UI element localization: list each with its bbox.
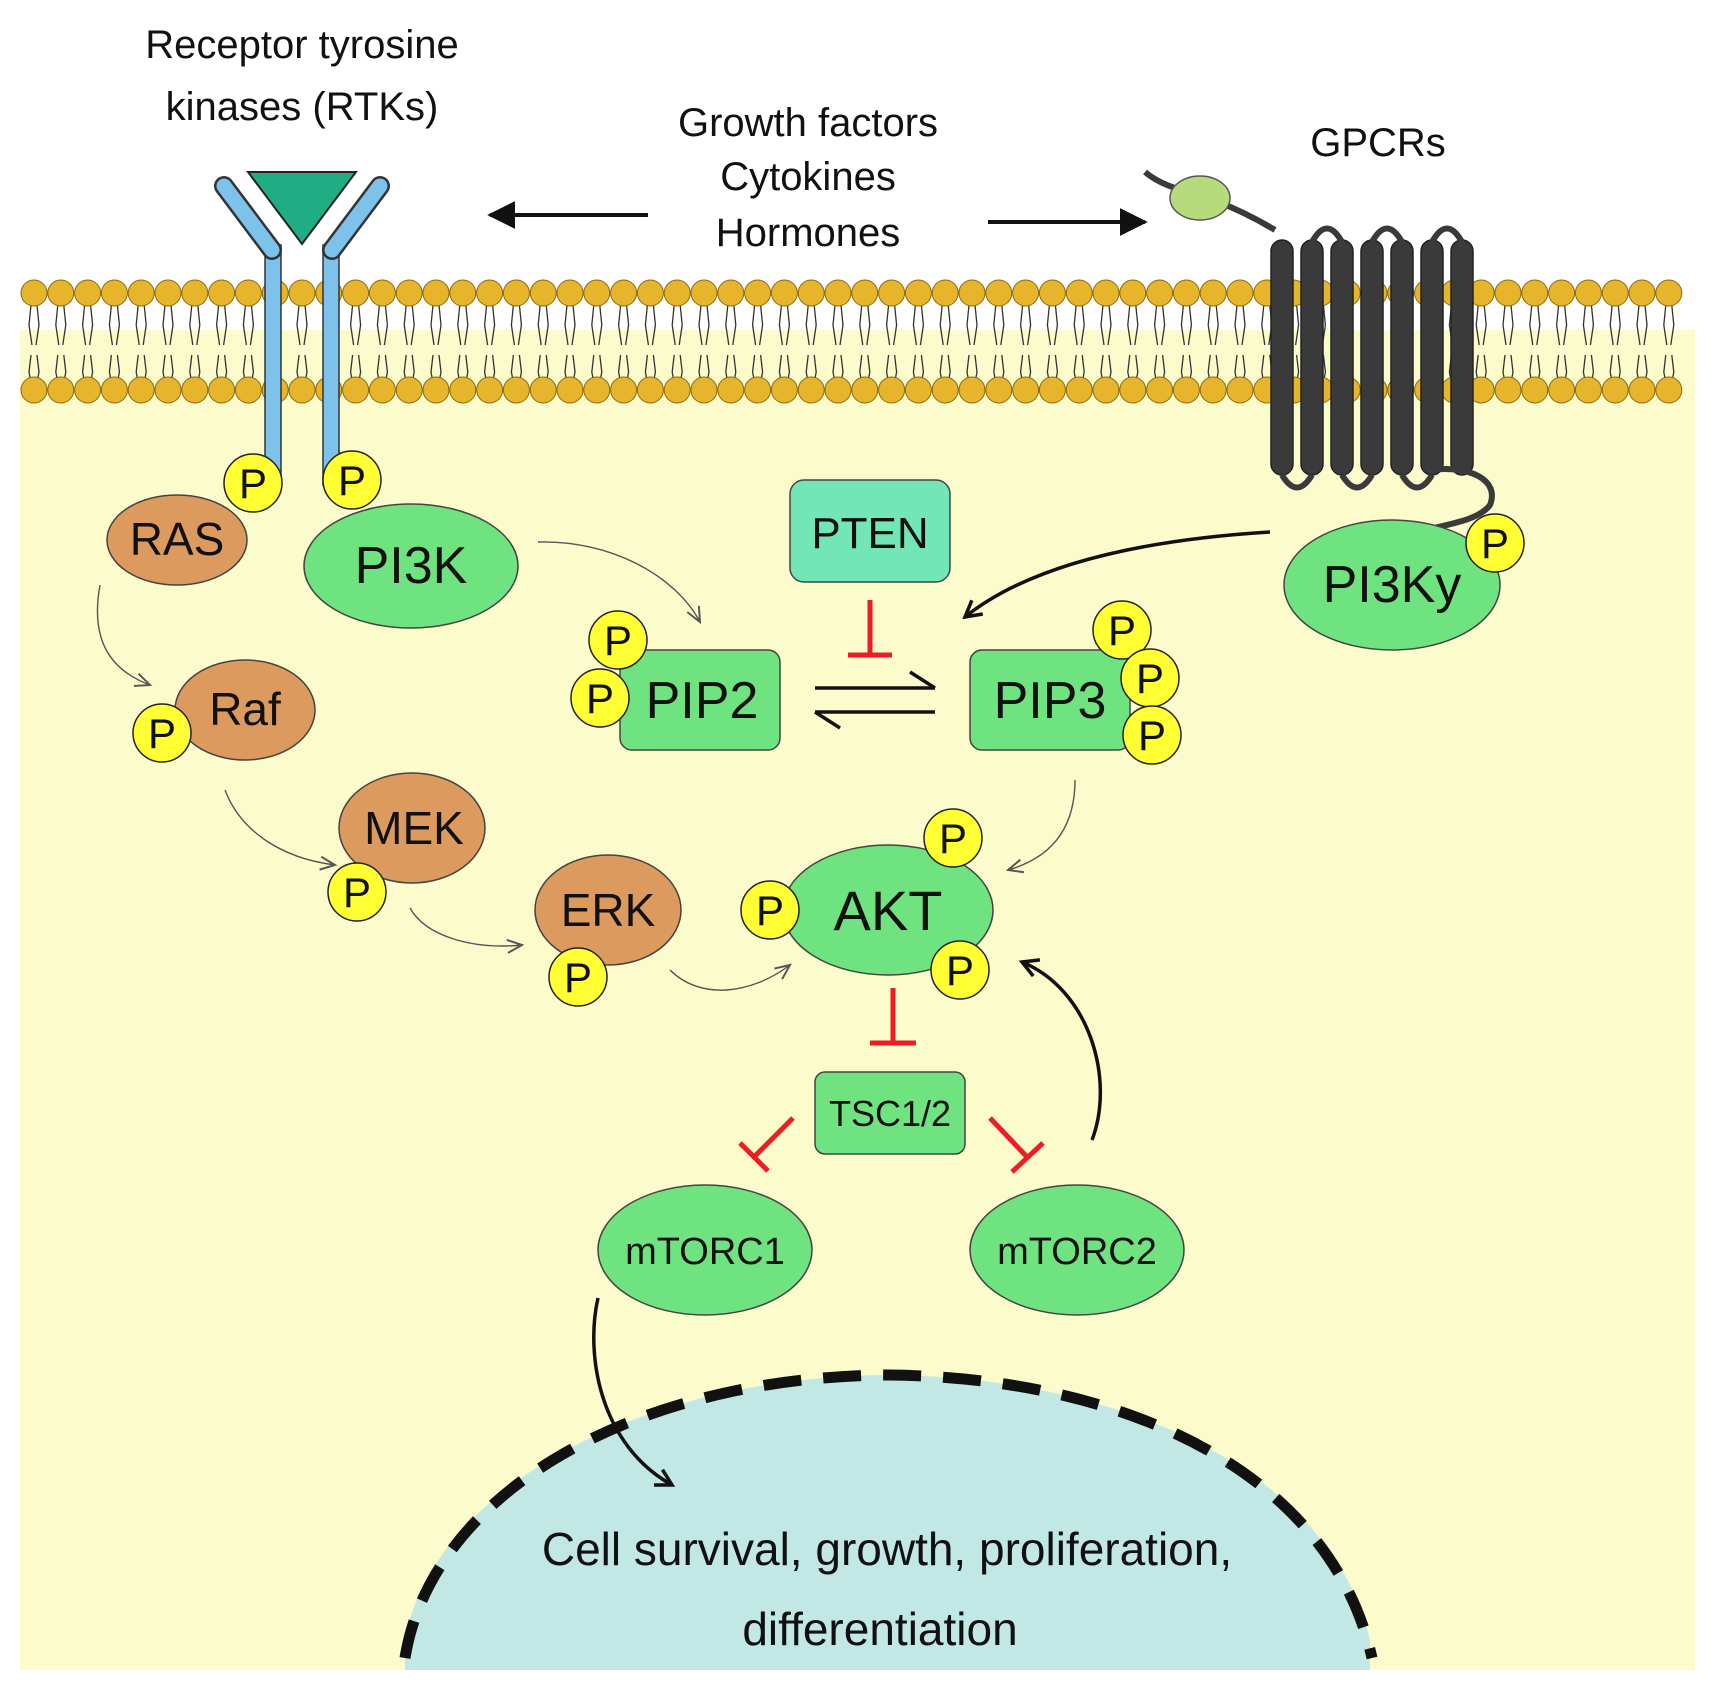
- phospho-rtk-right: [322, 450, 382, 510]
- arrow-pip3-to-akt: [1005, 779, 1076, 874]
- ligands-label-line3: Hormones: [716, 211, 901, 255]
- svg-text:PIP2: PIP2: [646, 672, 759, 730]
- rtk-label-line1: Receptor tyrosine: [145, 23, 458, 67]
- rtk-receptor: [214, 171, 390, 486]
- phospho-pip3-2-label: P: [1136, 655, 1164, 702]
- phospho-raf: [132, 703, 192, 763]
- svg-text:PIP3: PIP3: [994, 672, 1107, 730]
- arrow-raf-to-mek: [224, 789, 338, 871]
- equilibrium-arrows: [814, 670, 936, 730]
- gpcr-ligand: [1169, 175, 1231, 221]
- ligands-label-line1: Growth factors: [678, 101, 938, 145]
- phospho-pip2-bottom-label: P: [586, 675, 614, 722]
- inhibition-pten-pip: [848, 600, 892, 658]
- mtorc2-node: mTORC2: [969, 1184, 1185, 1316]
- erk-node: ERK: [534, 854, 682, 966]
- phospho-rtk-right-label: P: [338, 457, 366, 504]
- pip2-node: PIP2: [619, 649, 781, 751]
- phospho-pip3-3-label: P: [1138, 712, 1166, 759]
- ligands-label-line2: Cytokines: [720, 155, 896, 199]
- phospho-pip2-bottom: [570, 668, 630, 728]
- ras-node: RAS: [106, 494, 248, 586]
- phospho-mek-label: P: [343, 869, 371, 916]
- arrow-mtorc1-to-nucleus: [592, 1297, 672, 1485]
- arrow-erk-to-akt: [669, 963, 792, 991]
- arrow-pi3ky-to-pip3: [965, 530, 1271, 617]
- svg-text:TSC1/2: TSC1/2: [829, 1093, 951, 1134]
- mtorc1-node: mTORC1: [597, 1184, 813, 1316]
- phospho-mek: [327, 862, 387, 922]
- gpcrs-label: GPCRs: [1310, 121, 1446, 165]
- svg-text:mTORC2: mTORC2: [997, 1231, 1157, 1273]
- rtk-ligand: [246, 171, 358, 246]
- svg-text:mTORC1: mTORC1: [625, 1231, 785, 1273]
- phospho-pip2-top: [588, 610, 648, 670]
- raf-node: Raf: [174, 659, 316, 761]
- svg-text:PI3K: PI3K: [355, 537, 468, 595]
- pten-node: PTEN: [789, 479, 951, 583]
- tsc-node: TSC1/2: [814, 1071, 966, 1155]
- pip3-node: PIP3: [969, 649, 1131, 751]
- phospho-pi3ky: [1465, 513, 1525, 573]
- svg-text:MEK: MEK: [364, 802, 464, 854]
- nucleus: [405, 1375, 1370, 1670]
- akt-node: AKT: [782, 844, 994, 976]
- phospho-akt-left-label: P: [756, 887, 784, 934]
- svg-text:RAS: RAS: [130, 513, 225, 565]
- arrow-mtorc2-to-akt: [1022, 962, 1103, 1141]
- arrow-mek-to-erk: [409, 907, 525, 954]
- phospho-pip3-1-label: P: [1108, 607, 1136, 654]
- mek-node: MEK: [338, 772, 486, 884]
- phospho-erk-label: P: [564, 954, 592, 1001]
- phospho-akt-left: [740, 880, 800, 940]
- phospho-erk: [548, 947, 608, 1007]
- phospho-akt-bottom-label: P: [946, 947, 974, 994]
- phospho-rtk-left-label: P: [239, 460, 267, 507]
- gpcr-receptor: [1143, 169, 1495, 541]
- svg-text:Raf: Raf: [209, 683, 281, 735]
- pi3k-node: PI3K: [303, 503, 519, 629]
- svg-text:AKT: AKT: [834, 879, 943, 942]
- inhibition-akt-tsc: [870, 988, 916, 1046]
- phospho-akt-top: [923, 808, 983, 868]
- phospho-akt-bottom: [930, 940, 990, 1000]
- phospho-akt-top-label: P: [939, 815, 967, 862]
- nuclear-envelope: [399, 1369, 1378, 1660]
- phospho-pip2-top-label: P: [604, 617, 632, 664]
- inhibition-tsc-mtorc1: [738, 1116, 795, 1173]
- phospho-pip3-1: [1092, 600, 1152, 660]
- svg-text:PI3Ky: PI3Ky: [1323, 556, 1462, 614]
- phospho-rtk-left: [223, 453, 283, 513]
- phospho-raf-label: P: [148, 710, 176, 757]
- arrow-pi3k-to-pip2: [537, 541, 702, 625]
- rtk-label-line2: kinases (RTKs): [166, 85, 439, 129]
- svg-text:PTEN: PTEN: [811, 509, 928, 558]
- phospho-pi3ky-label: P: [1481, 520, 1509, 567]
- svg-text:ERK: ERK: [561, 884, 656, 936]
- outcome-label-line1: Cell survival, growth, proliferation,: [542, 1523, 1232, 1575]
- outcome-label-line2: differentiation: [742, 1603, 1017, 1655]
- phospho-pip3-3: [1122, 705, 1182, 765]
- arrow-ras-to-raf: [96, 584, 153, 687]
- inhibition-tsc-mtorc2: [988, 1116, 1045, 1174]
- pi3ky-node: PI3Ky: [1283, 519, 1501, 651]
